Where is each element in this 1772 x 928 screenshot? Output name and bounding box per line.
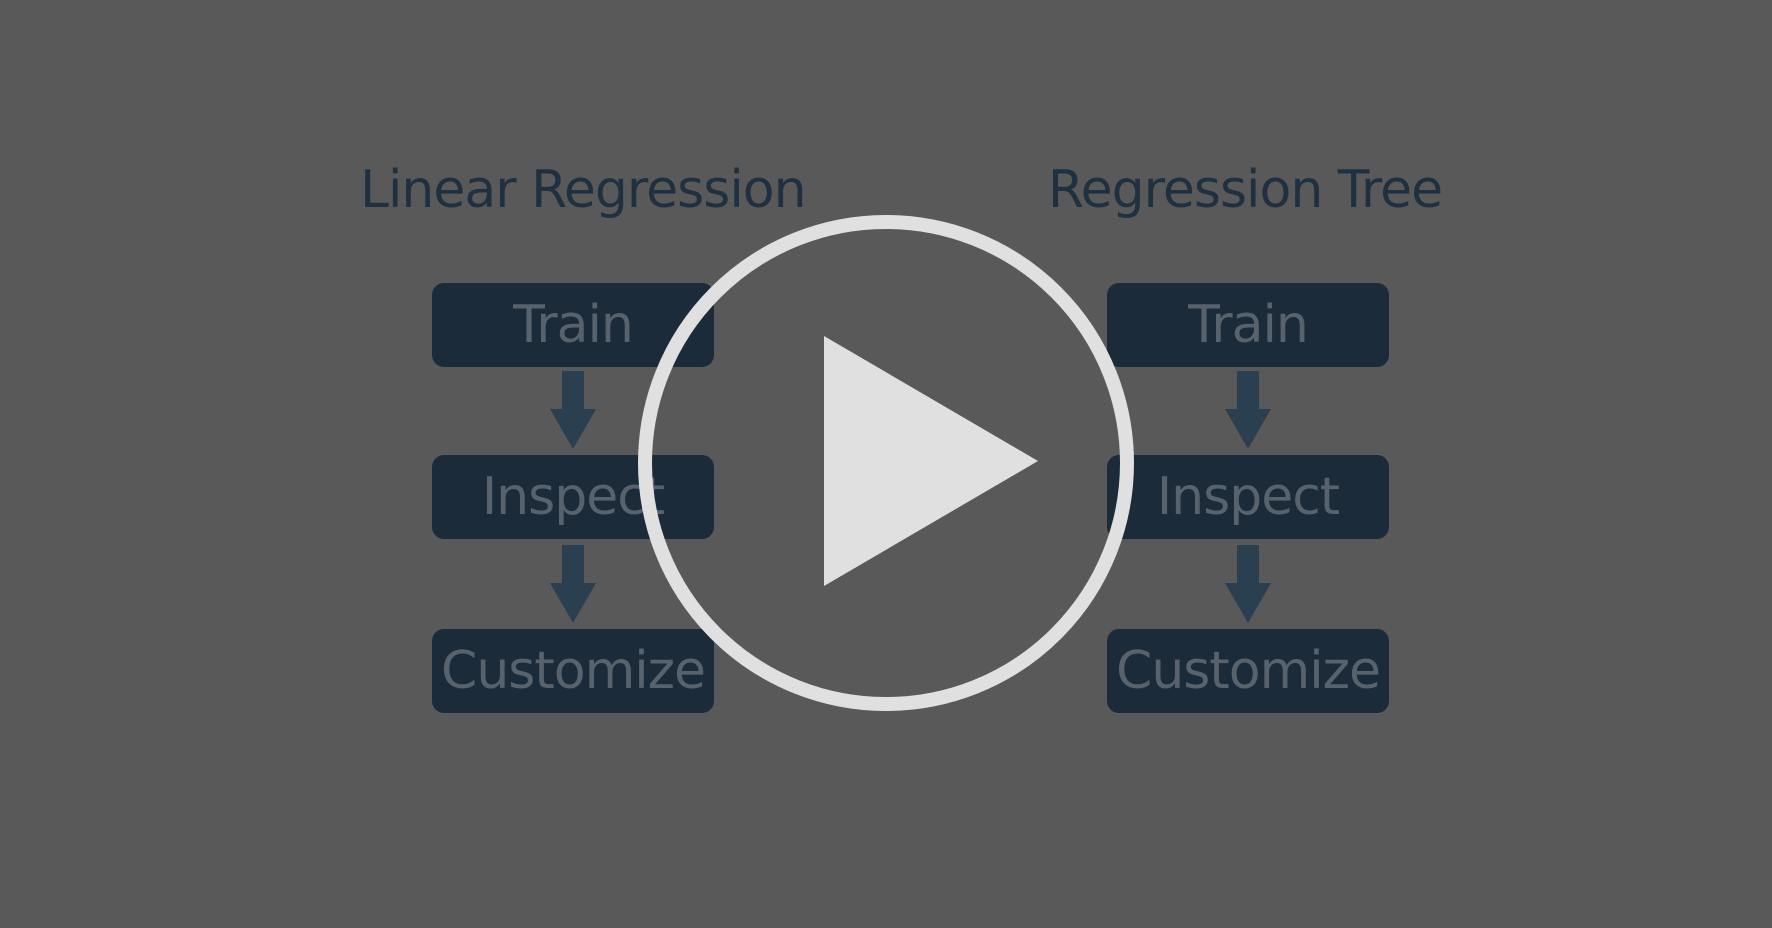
tree-inspect-step: Inspect (1107, 455, 1389, 539)
down-arrow-icon (1225, 545, 1271, 623)
down-arrow-icon (550, 371, 596, 449)
play-circle-icon (638, 215, 1134, 711)
play-icon (824, 336, 1038, 586)
linear-inspect-label: Inspect (481, 467, 665, 527)
tree-train-step: Train (1107, 283, 1389, 367)
linear-customize-label: Customize (441, 641, 706, 701)
linear-inspect-step: Inspect (432, 455, 714, 539)
down-arrow-icon (550, 545, 596, 623)
tree-inspect-label: Inspect (1156, 467, 1340, 527)
regression-tree-title: Regression Tree (1047, 160, 1443, 220)
linear-train-label: Train (513, 295, 634, 355)
play-button[interactable] (636, 213, 1136, 713)
tree-train-label: Train (1188, 295, 1309, 355)
linear-regression-title: Linear Regression (360, 160, 807, 220)
down-arrow-icon (1225, 371, 1271, 449)
tree-customize-label: Customize (1116, 641, 1381, 701)
tree-customize-step: Customize (1107, 629, 1389, 713)
linear-customize-step: Customize (432, 629, 714, 713)
